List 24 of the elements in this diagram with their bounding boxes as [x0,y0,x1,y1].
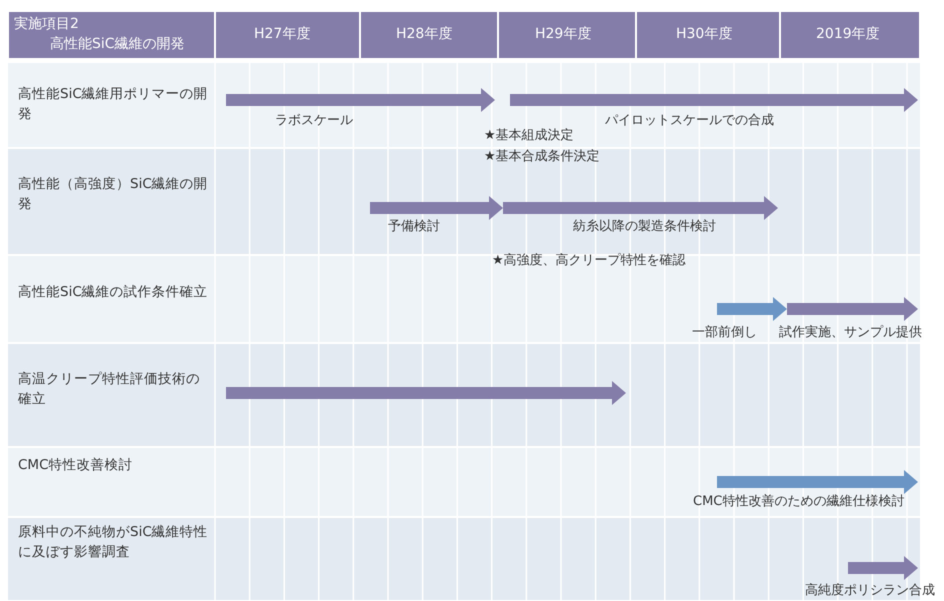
bar-label: 紡糸以降の製造条件検討 [573,218,716,235]
bar-label: 予備検討 [388,218,440,235]
bar-label: CMC特性改善のための繊維仕様検討 [693,493,904,510]
year-header: H30年度 [676,26,732,43]
task-label: 高性能（高強度）SiC繊維の開発 [18,175,209,214]
year-header: H28年度 [396,26,452,43]
task-label: 原料中の不純物がSiC繊維特性に及ぼす影響調査 [18,523,209,562]
header-text: 実施項目2 [14,16,79,33]
bar-label: 一部前倒し [692,324,757,341]
bar-label: パイロットスケールでの合成 [605,112,774,129]
task-label: 高温クリープ特性評価技術の確立 [18,370,201,409]
header-text: 高性能SiC繊維の開発 [50,36,185,53]
bar-label: ラボスケール [275,112,353,129]
bar-label: 高純度ポリシラン合成 [805,582,935,599]
task-label: 高性能SiC繊維用ポリマーの開発 [18,85,209,124]
year-header: H27年度 [254,26,310,43]
year-header: 2019年度 [816,26,880,43]
milestone-note: ★基本合成条件決定 [484,148,600,165]
year-header: H29年度 [535,26,592,43]
bar-label: 試作実施、サンプル提供 [779,324,922,341]
milestone-note: ★基本組成決定 [484,127,574,144]
milestone-note: ★高強度、高クリープ特性を確認 [492,252,686,269]
task-label: 高性能SiC繊維の試作条件確立 [18,283,209,302]
task-label: CMC特性改善検討 [18,456,134,475]
